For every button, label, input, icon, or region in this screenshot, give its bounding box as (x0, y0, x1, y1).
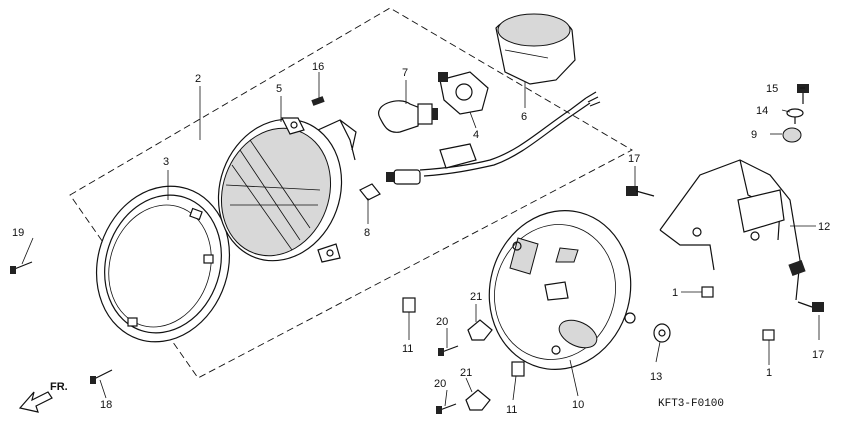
callout-21-top: 21 (470, 291, 482, 303)
callout-3: 3 (163, 156, 169, 168)
callout-14: 14 (756, 105, 768, 117)
callout-numbers: 2 3 5 16 7 4 6 8 19 18 17 12 1 17 1 13 1… (12, 61, 830, 416)
callout-16: 16 (312, 61, 324, 73)
leader-lines (21, 72, 820, 407)
headlight-bulb (378, 100, 438, 133)
callout-17-top: 17 (628, 153, 640, 165)
front-direction-arrow: FR. (18, 381, 68, 413)
callout-6: 6 (521, 111, 527, 123)
headlight-rim (95, 185, 231, 343)
headlight-unit (217, 117, 343, 263)
callout-15: 15 (766, 83, 778, 95)
callout-11-bottom: 11 (506, 404, 517, 416)
callout-21-bottom: 21 (460, 367, 472, 379)
position-bulb (386, 169, 421, 185)
callout-7: 7 (402, 67, 408, 79)
headlight-case (488, 210, 636, 370)
headlight-stay (659, 159, 806, 301)
callout-9: 9 (751, 129, 757, 141)
callout-17-bottom: 17 (812, 349, 824, 361)
callout-20-top: 20 (436, 316, 448, 328)
callout-2: 2 (195, 73, 201, 85)
spring-clip (317, 119, 357, 161)
bulb-socket (438, 71, 489, 115)
callout-1-left: 1 (672, 287, 678, 299)
callout-18: 18 (100, 399, 112, 411)
callout-11-left: 11 (402, 343, 413, 355)
dust-cover (495, 13, 576, 85)
grommet (359, 183, 381, 201)
diagram-code: KFT3-F0100 (658, 398, 724, 410)
callout-13: 13 (650, 371, 662, 383)
callout-4: 4 (473, 129, 479, 141)
wire-harness (419, 91, 601, 177)
callout-10: 10 (572, 399, 584, 411)
callout-20-bottom: 20 (434, 378, 446, 390)
callout-1-bottom: 1 (766, 367, 772, 379)
callout-5: 5 (276, 83, 282, 95)
callout-12: 12 (818, 221, 830, 233)
callout-8: 8 (364, 227, 370, 239)
direction-label: FR. (50, 381, 68, 393)
callout-19: 19 (12, 227, 24, 239)
